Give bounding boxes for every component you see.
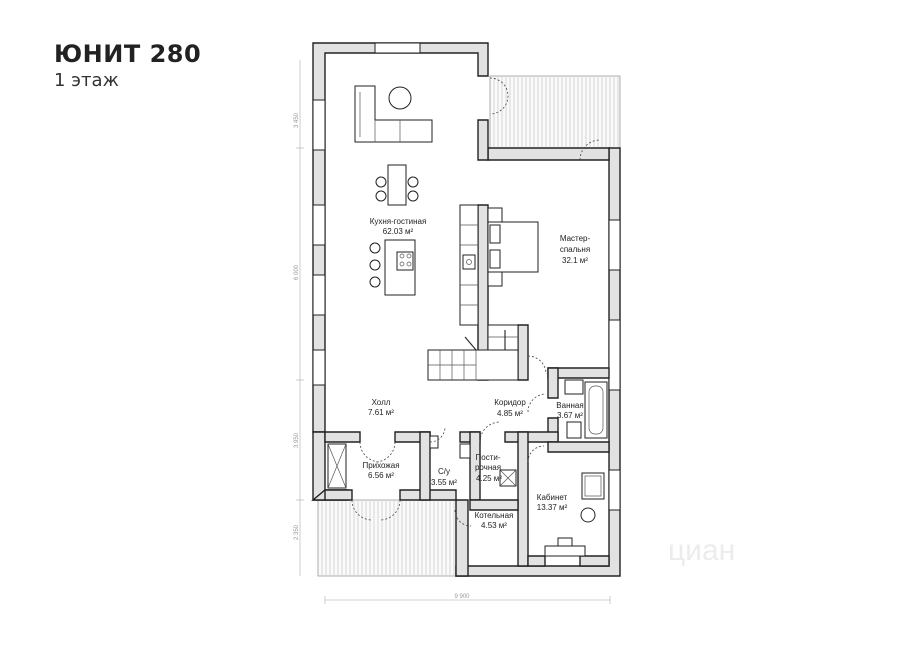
svg-text:4.25 м²: 4.25 м² — [476, 474, 502, 483]
svg-text:С/у: С/у — [438, 467, 450, 476]
terrace-bottom — [317, 499, 457, 577]
dimension-bottom: 9 900 — [324, 594, 611, 604]
svg-text:13.37 м²: 13.37 м² — [537, 503, 568, 512]
svg-text:2 350: 2 350 — [294, 524, 300, 540]
dining-table — [375, 164, 419, 206]
svg-text:7.61 м²: 7.61 м² — [368, 408, 394, 417]
kitchen-counter — [459, 204, 479, 326]
svg-text:3.55 м²: 3.55 м² — [431, 478, 457, 487]
svg-text:Мастер-: Мастер- — [560, 234, 591, 243]
room-laundry: Пости- рочная 4.25 м² — [475, 453, 502, 483]
svg-text:6.56 м²: 6.56 м² — [368, 471, 394, 480]
svg-text:4.53 м²: 4.53 м² — [481, 521, 507, 530]
laundry-appliance — [499, 469, 517, 487]
windows-left — [312, 42, 621, 511]
svg-text:9 900: 9 900 — [454, 594, 470, 600]
svg-text:3 450: 3 450 — [294, 112, 300, 128]
terrace-top — [489, 75, 621, 149]
bathtub — [584, 381, 608, 439]
study-side-table — [580, 507, 596, 523]
dimension-left: 3 450 6 000 3 950 2 350 — [294, 60, 304, 576]
svg-text:3 950: 3 950 — [294, 432, 300, 448]
page-title: ЮНИТ 280 — [54, 40, 202, 68]
staircase — [427, 324, 519, 381]
svg-text:спальня: спальня — [560, 245, 590, 254]
svg-text:Котельная: Котельная — [475, 511, 514, 520]
svg-text:Коридор: Коридор — [494, 398, 526, 407]
bathroom-sink — [564, 379, 584, 395]
wardrobe — [327, 443, 347, 489]
armchair — [581, 472, 605, 500]
exterior-walls — [311, 42, 621, 577]
svg-text:Прихожая: Прихожая — [362, 461, 399, 470]
svg-text:32.1 м²: 32.1 м² — [562, 256, 588, 265]
desk — [544, 537, 586, 557]
svg-text:Ванная: Ванная — [556, 401, 583, 410]
room-entrance: Прихожая 6.56 м² — [362, 461, 399, 480]
room-hall: Холл 7.61 м² — [368, 398, 394, 417]
svg-text:4.85 м²: 4.85 м² — [497, 409, 523, 418]
wc-toilet — [459, 443, 471, 459]
room-bathroom: Ванная 3.67 м² — [556, 401, 583, 420]
svg-text:3.67 м²: 3.67 м² — [557, 411, 583, 420]
svg-text:рочная: рочная — [475, 463, 501, 472]
room-kitchen-living: Кухня-гостиная 62.03 м² — [370, 217, 427, 236]
floor-subtitle: 1 этаж — [54, 70, 119, 91]
bathroom-toilet — [566, 421, 582, 439]
sofa — [354, 85, 433, 143]
doors — [351, 77, 601, 527]
coffee-table — [388, 86, 412, 110]
interior-walls — [324, 119, 610, 567]
svg-text:Кабинет: Кабинет — [537, 493, 568, 502]
svg-text:62.03 м²: 62.03 м² — [383, 227, 414, 236]
kitchen-island — [369, 239, 416, 296]
svg-text:6 000: 6 000 — [294, 264, 300, 280]
room-wc: С/у 3.55 м² — [431, 467, 457, 487]
room-study: Кабинет 13.37 м² — [537, 493, 568, 512]
bed — [487, 207, 539, 287]
room-corridor: Коридор 4.85 м² — [494, 398, 526, 418]
svg-text:Кухня-гостиная: Кухня-гостиная — [370, 217, 427, 226]
room-boiler: Котельная 4.53 м² — [475, 511, 514, 530]
watermark: циан — [668, 534, 735, 567]
room-master-bedroom: Мастер- спальня 32.1 м² — [560, 234, 591, 265]
svg-text:Холл: Холл — [372, 398, 391, 407]
svg-text:Пости-: Пости- — [476, 453, 501, 462]
